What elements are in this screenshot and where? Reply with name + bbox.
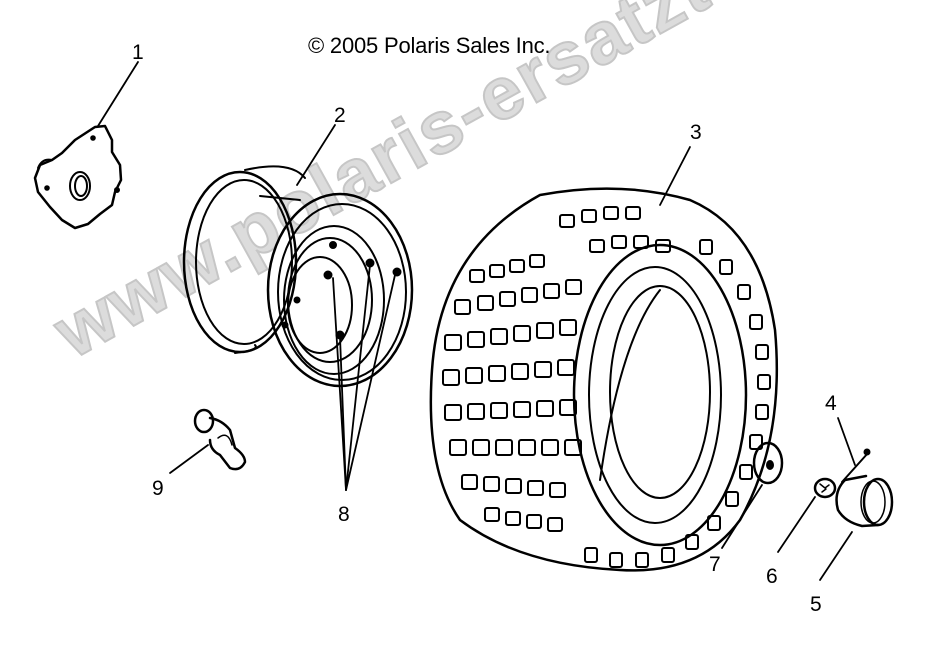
hub-plate-drawing	[33, 124, 123, 230]
valve-stem-drawing	[193, 408, 247, 471]
tire-drawing	[429, 187, 779, 572]
tire-tread	[442, 206, 771, 568]
copyright-notice: © 2005 Polaris Sales Inc.	[308, 33, 551, 58]
leader-lines	[97, 61, 856, 581]
callout-7: 7	[709, 553, 721, 576]
washer-drawing	[752, 441, 784, 485]
callout-5: 5	[810, 593, 822, 616]
callout-8: 8	[338, 503, 350, 526]
hub-cap-drawing	[835, 474, 894, 528]
castle-nut-drawing	[813, 477, 837, 499]
callout-9: 9	[152, 477, 164, 500]
cotter-pin-drawing	[841, 448, 871, 483]
callout-6: 6	[766, 565, 778, 588]
callout-2: 2	[334, 104, 346, 127]
callout-4: 4	[825, 392, 837, 415]
callout-1: 1	[132, 41, 144, 64]
callout-3: 3	[690, 121, 702, 144]
